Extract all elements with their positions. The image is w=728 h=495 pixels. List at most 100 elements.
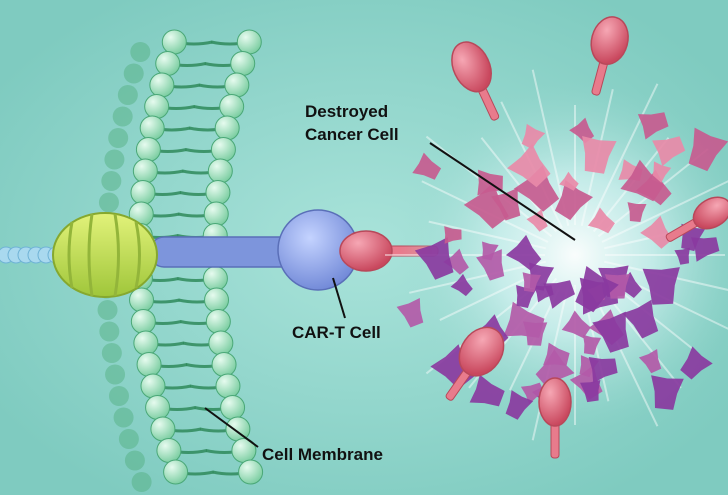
cancer-fragment [507,143,551,188]
lipid-head-back [104,149,125,170]
cancer-cell-fragments [396,112,728,420]
lipid-head [214,115,240,141]
cancer-fragment [535,349,575,388]
lipid-head [144,94,170,119]
destroyed-cancer-cell-label-line1: Destroyed [305,102,388,121]
lipid-head [205,309,231,334]
cancer-fragment [651,161,672,184]
cancer-fragment [638,349,662,374]
cancer-fragment [522,272,541,293]
lipid-head [208,330,234,356]
lipid-head [132,158,158,184]
burst-ray [601,180,728,243]
cancer-fragment [582,136,617,174]
cancer-fragment [505,390,534,420]
lipid-head-back [108,386,129,406]
lipid-head-back [101,343,122,363]
cancer-fragment [491,187,521,221]
cancer-fragment [476,249,505,281]
cancer-fragment [526,209,548,232]
cancer-fragment [580,380,601,403]
lipid-head-back [105,364,126,385]
cancer-fragment [620,159,664,202]
cancer-fragment [583,334,602,355]
lipid-head [230,51,256,76]
antigen-head [458,326,505,377]
flying-antigens [445,16,728,459]
antigen [665,196,728,242]
cancer-fragment [651,375,684,410]
burst-ray [409,260,546,294]
cancer-fragment [587,207,615,234]
antigen [445,326,505,401]
antigen-head [692,196,728,230]
lipid-head [238,459,264,485]
antigen [538,377,572,459]
destroyed-cancer-cell-leader-line [429,142,576,241]
cancer-fragment [543,280,575,309]
lipid-head-back [112,106,133,127]
lipid-head [130,309,156,334]
lipid-head-back [131,472,152,492]
cell-membrane-label: Cell Membrane [262,445,383,464]
cancer-fragment [559,171,579,191]
cancer-fragment [469,374,505,407]
cancer-fragment [523,321,548,346]
lipid-head-back [98,192,119,213]
car-t-cell-leader-line [332,277,346,319]
antigen-head [451,41,492,93]
burst-ray [480,137,558,233]
lipid-head [215,373,241,399]
lipid-head [133,330,159,356]
cancer-fragment [520,382,545,405]
lipid-head [135,137,161,162]
cancer-fragment [637,112,669,140]
cancer-fragment [505,234,542,271]
lipid-head-back [113,407,134,428]
antigen [451,41,500,121]
car-t-cell-label: CAR-T Cell [292,323,381,342]
cancer-fragment [627,202,647,222]
lipid-head [155,51,181,76]
antigen [590,16,629,96]
cancer-fragment [414,237,454,280]
cancer-fragment [396,298,424,328]
cancer-fragment [443,248,469,275]
cancer-fragment [640,215,673,249]
cancer-fragment [688,127,728,172]
cancer-fragment [554,180,593,221]
lipid-head [207,158,233,184]
antigen-head [590,16,629,66]
cancer-fragment [604,274,630,299]
cancer-fragment [412,152,442,180]
lipid-head-back [123,63,144,84]
lipid-head [220,395,246,420]
lipid-head [145,395,171,420]
cancer-fragment [622,299,659,339]
lipid-head [204,287,230,313]
lipid-head [139,115,165,141]
cancer-fragment [680,346,713,380]
lipid-head [129,287,155,313]
lipid-head [224,72,250,98]
lipid-head [149,72,175,98]
burst-ray [587,83,659,229]
cancer-fragment [588,357,618,383]
lipid-head-back [99,321,120,342]
cancer-fragment [575,266,619,313]
cancer-fragment [592,311,629,353]
cancer-fragment [444,226,462,244]
lipid-head [219,94,245,119]
cancer-fragment [691,237,720,262]
cancer-fragment [561,310,591,339]
cancer-fragment [569,117,595,144]
lipid-head [140,373,166,399]
cancer-fragment [463,182,509,229]
lipid-head-back [97,300,118,320]
lipid-head [210,137,236,162]
lipid-head-back [118,429,139,449]
lipid-head [211,352,237,377]
lipid-head-back [130,42,151,62]
